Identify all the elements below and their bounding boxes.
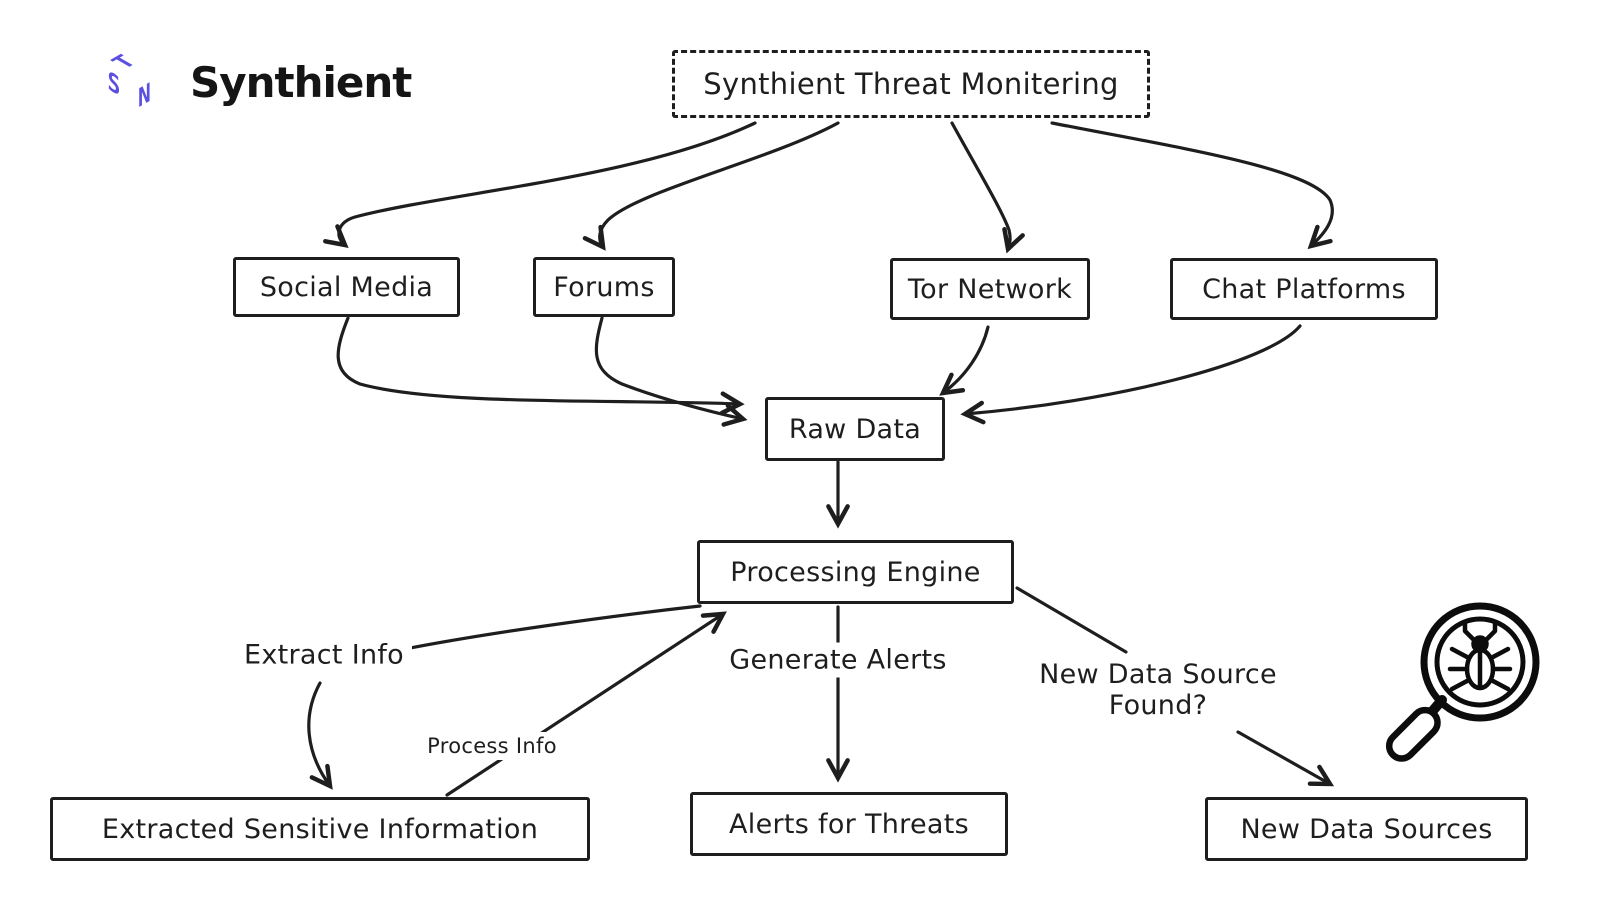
magnifier-handle — [1385, 706, 1441, 762]
edge-label-ndsf-line1: New Data Source — [1039, 659, 1277, 690]
node-tor-network-label: Tor Network — [907, 273, 1073, 305]
node-processing-engine: Processing Engine — [697, 540, 1014, 604]
node-chat-platforms-label: Chat Platforms — [1202, 273, 1406, 305]
node-new-data-sources-label: New Data Sources — [1240, 813, 1493, 845]
edge-tor-network-to-raw-data — [939, 325, 990, 396]
synthient-logo-icon: T S N — [105, 51, 151, 114]
node-extracted-label: Extracted Sensitive Information — [101, 813, 539, 845]
logo-letter-left: S — [108, 65, 121, 102]
synthient-logo: T S N Synthient — [98, 44, 413, 120]
edge-title-to-forums — [582, 121, 840, 251]
edge-label-process-info: Process Info — [419, 732, 565, 760]
edge-title-to-chat-platforms — [1050, 121, 1334, 250]
magnifier-lens-inner — [1434, 616, 1526, 708]
edge-label-extract-info: Extract Info — [236, 637, 412, 673]
edge-chat-platforms-to-raw-data — [960, 324, 1302, 425]
node-chat-platforms: Chat Platforms — [1170, 258, 1438, 320]
edge-social-media-to-raw-data — [336, 316, 745, 416]
edge-extracted-box-to-processing-engine — [445, 611, 727, 797]
node-tor-network: Tor Network — [890, 258, 1090, 320]
node-title: Synthient Threat Monitering — [672, 50, 1150, 118]
edge-processing-engine-to-extract-label — [398, 604, 702, 652]
logo-letter-right: N — [138, 77, 151, 114]
edge-title-to-social-media — [323, 121, 757, 248]
node-extracted-sensitive-information: Extracted Sensitive Information — [50, 797, 590, 861]
edge-extract-label-to-extracted-box — [307, 681, 333, 790]
node-forums: Forums — [533, 257, 675, 317]
node-forums-label: Forums — [553, 271, 655, 303]
node-raw-data-label: Raw Data — [788, 413, 922, 445]
edge-label-generate-alerts: Generate Alerts — [721, 642, 955, 678]
edge-title-to-tor-network — [950, 121, 1025, 254]
edge-found-label-to-new-data-sources — [1236, 730, 1335, 787]
brand-wordmark: Synthient — [190, 57, 412, 107]
diagram-title: Synthient Threat Monitering — [703, 67, 1119, 101]
edge-label-ndsf-line2: Found? — [1108, 690, 1208, 721]
node-raw-data: Raw Data — [765, 397, 945, 461]
edge-forums-to-raw-data — [594, 316, 748, 427]
edge-processing-engine-to-found-label — [1015, 586, 1128, 654]
node-alerts-for-threats: Alerts for Threats — [690, 792, 1008, 856]
magnifier-lens-outer — [1420, 602, 1540, 722]
node-alerts-label: Alerts for Threats — [729, 808, 969, 840]
node-new-data-sources: New Data Sources — [1205, 797, 1528, 861]
node-social-media: Social Media — [233, 257, 460, 317]
node-processing-engine-label: Processing Engine — [730, 556, 981, 588]
bug-icon — [1447, 620, 1513, 692]
bug-search-magnifier-icon — [1385, 602, 1540, 762]
node-social-media-label: Social Media — [259, 271, 434, 303]
edge-label-new-data-source-found: New Data Source Found? — [1031, 657, 1285, 723]
